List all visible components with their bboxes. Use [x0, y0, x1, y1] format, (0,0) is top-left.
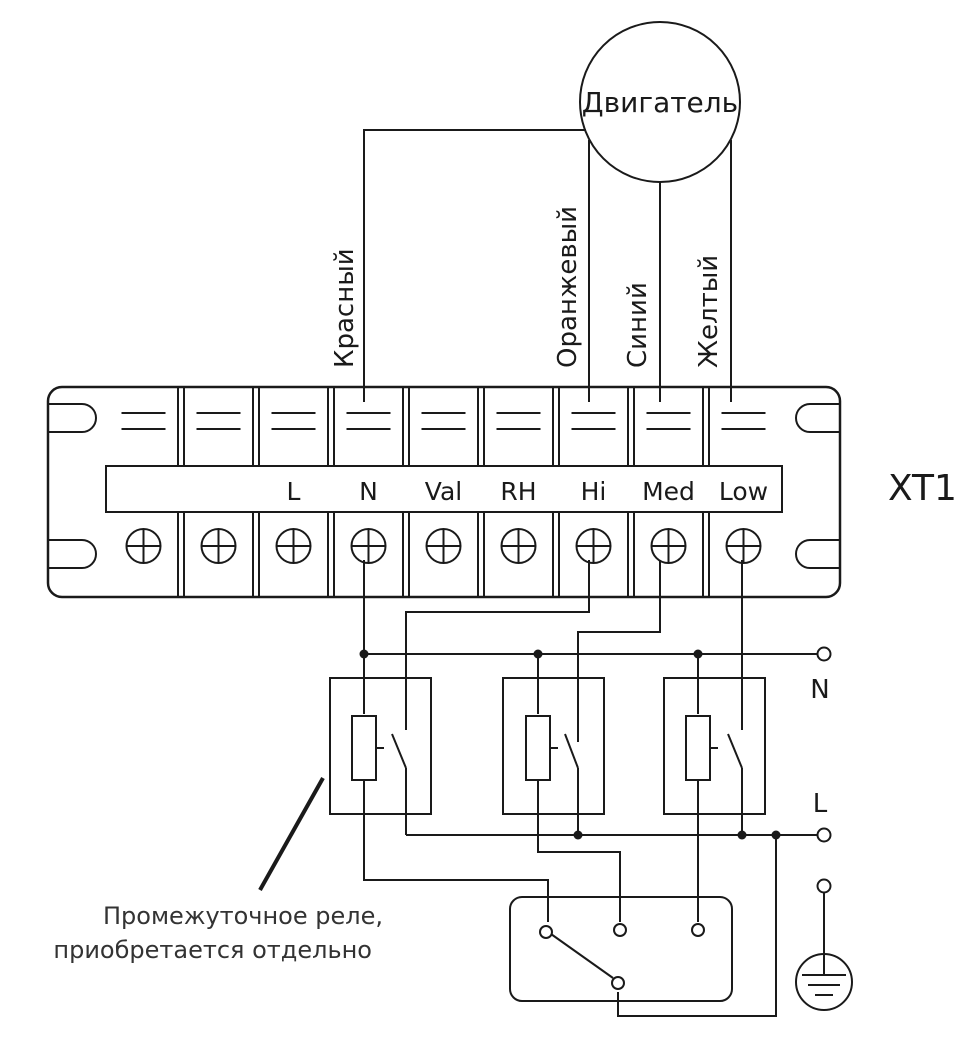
- terminal-label: Hi: [581, 477, 607, 506]
- motor-wires: [363, 129, 732, 402]
- terminal-l: L: [252, 387, 316, 597]
- terminal-val: Val: [402, 387, 466, 597]
- terminal-label: Val: [425, 477, 462, 506]
- terminal-label: RH: [500, 477, 536, 506]
- terminal-n: N: [327, 387, 391, 597]
- wire-label-orange: Оранжевый: [553, 206, 583, 368]
- wire-labels: Красный Оранжевый Синий Желтый: [330, 206, 724, 368]
- relay-2: [502, 677, 605, 815]
- field-wiring: [359, 560, 818, 1017]
- relay-note-line1: Промежуточное реле,: [103, 902, 383, 930]
- terminal-label: Low: [719, 477, 768, 506]
- terminal-block: L N Val RH Hi Med Low XT1: [46, 385, 957, 599]
- line-label: L: [813, 789, 828, 819]
- speed-switch: [509, 896, 733, 1002]
- neutral-label: N: [810, 675, 829, 705]
- wire-label-red: Красный: [330, 248, 360, 368]
- relay-1: [329, 677, 432, 815]
- terminal-low: Low: [702, 387, 768, 597]
- line-terminal: [816, 827, 832, 843]
- terminal-label: N: [359, 477, 378, 506]
- terminal-label: Med: [642, 477, 695, 506]
- terminal-rh: RH: [477, 387, 541, 597]
- terminal-blank-1: [121, 412, 166, 564]
- ground-icon: [795, 878, 853, 1011]
- relays: [329, 677, 766, 815]
- supply-terminals: N L: [795, 646, 853, 1011]
- terminal-blank-2: [177, 387, 241, 597]
- neutral-terminal: [816, 646, 832, 662]
- wire-label-blue: Синий: [623, 282, 653, 368]
- relay-note: Промежуточное реле, приобретается отдель…: [53, 777, 383, 964]
- motor: Двигатель: [579, 21, 741, 183]
- terminal-hi: Hi: [552, 387, 616, 597]
- terminal-label: L: [287, 477, 301, 506]
- terminal-block-name: XT1: [888, 468, 957, 509]
- terminal-med: Med: [627, 387, 695, 597]
- motor-label: Двигатель: [582, 86, 738, 119]
- relay-3: [663, 677, 766, 815]
- wire-label-yellow: Желтый: [694, 255, 724, 368]
- relay-note-line2: приобретается отдельно: [53, 936, 372, 964]
